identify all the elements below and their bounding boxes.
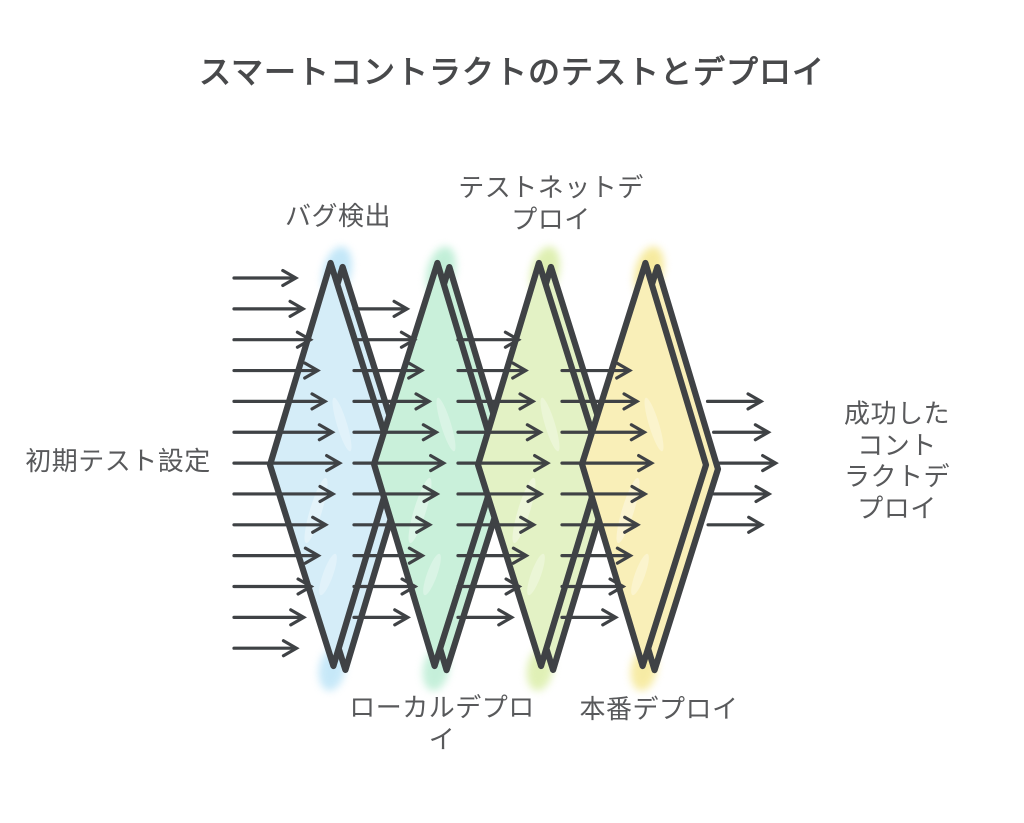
flow-arrow (456, 454, 551, 473)
stage-label-bug-detection: バグ検出 (284, 201, 392, 232)
flow-arrow (232, 484, 337, 504)
stage-label-local-deploy: ローカルデプロ イ (349, 692, 535, 754)
flow-arrow (705, 392, 765, 411)
flow-arrow (456, 608, 515, 627)
flow-arrow (352, 423, 440, 442)
flow-arrow (560, 361, 633, 380)
flow-arrow (352, 361, 425, 380)
flow-arrow (456, 361, 529, 380)
flow-arrow (456, 515, 537, 534)
flow-arrow (560, 546, 634, 565)
flow-arrow (560, 577, 627, 596)
flow-arrow (232, 515, 329, 534)
flow-arrow (560, 515, 641, 534)
flow-arrow (232, 608, 307, 627)
flow-arrows (232, 268, 779, 658)
flow-arrow (718, 454, 779, 473)
flow-arrow (232, 361, 321, 380)
flow-arrow (232, 454, 343, 473)
flow-arrow (352, 515, 433, 534)
flow-arrow (456, 577, 523, 596)
flow-arrow (456, 392, 537, 411)
flow-arrow (232, 268, 299, 288)
flow-arrow (456, 484, 545, 504)
flow-arrow (712, 423, 772, 442)
flow-arrow (232, 639, 300, 658)
flow-arrow (560, 454, 655, 473)
flow-arrow (352, 546, 426, 565)
flow-arrow (712, 484, 773, 504)
flow-arrow (232, 546, 322, 565)
flow-arrow (232, 392, 329, 411)
flow-arrow (232, 577, 315, 596)
flow-arrow (456, 330, 522, 349)
flow-arrow (352, 577, 419, 596)
flow-arrow (352, 299, 411, 318)
output-label: 成功したコント ラクトデプロイ (843, 398, 950, 524)
flow-arrow (352, 392, 433, 411)
flow-arrow (232, 299, 307, 318)
flow-arrow (352, 484, 441, 504)
page-title: スマートコントラクトのテストとデプロイ (198, 54, 826, 90)
flow-arrow (560, 484, 649, 504)
flow-arrow (560, 423, 648, 442)
stage-label-testnet-deploy: テストネットデ プロイ (458, 172, 644, 234)
stage-label-production-deploy: 本番デプロイ (579, 694, 739, 725)
flow-arrow (456, 546, 530, 565)
flow-arrow (232, 423, 336, 442)
flow-arrow (560, 392, 641, 411)
flow-arrow (232, 330, 314, 349)
flow-arrow (352, 454, 447, 473)
flow-arrow (352, 608, 411, 627)
flow-arrow (456, 423, 544, 442)
flow-arrow (560, 608, 619, 627)
input-label: 初期テスト設定 (25, 446, 211, 477)
flow-arrow (706, 515, 765, 534)
flow-arrow (352, 330, 418, 349)
